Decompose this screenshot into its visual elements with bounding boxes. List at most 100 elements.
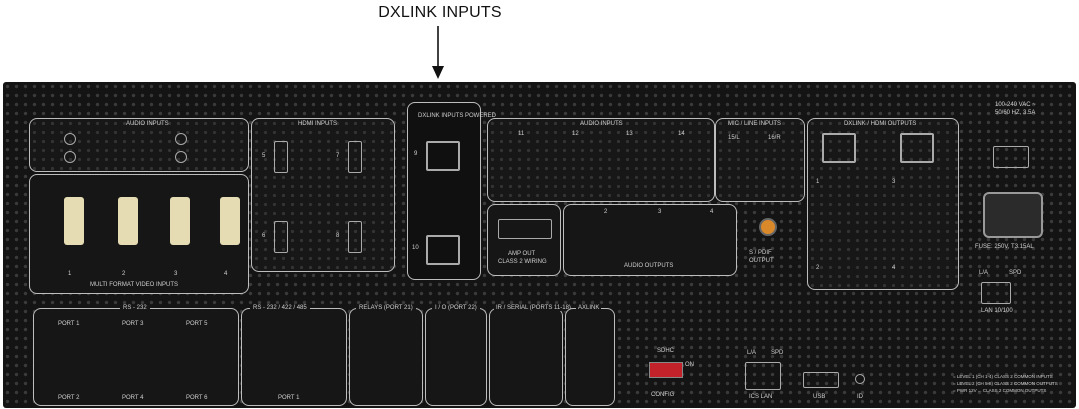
hdmi-port-5-number: 5 xyxy=(262,153,266,159)
dvi-port-1[interactable] xyxy=(64,197,84,245)
dxlink-port-10-number: 10 xyxy=(412,245,419,251)
mic-line-inputs-panel: MIC / LINE INPUTS 15/L 16/R xyxy=(715,118,805,202)
ics-lan-port[interactable] xyxy=(745,362,781,390)
hdmi-port-7[interactable] xyxy=(348,141,362,173)
dvi-port-2-number: 2 xyxy=(122,271,126,277)
dxlink-output-port-1[interactable] xyxy=(822,133,856,163)
audio-inputs-left-panel: AUDIO INPUTS xyxy=(29,118,249,172)
config-dip-switch[interactable] xyxy=(649,362,683,378)
power-inlet[interactable] xyxy=(983,192,1043,238)
dxlink-hdmi-outputs-label: DXLINK / HDMI OUTPUTS xyxy=(844,121,917,127)
dvi-port-3-number: 3 xyxy=(174,271,178,277)
audio-in-ch-14: 14 xyxy=(678,131,685,137)
dvi-port-3[interactable] xyxy=(170,197,190,245)
rear-panel-chassis: AUDIO INPUTS 1 2 3 4 MULTI FORMAT VIDEO … xyxy=(3,82,1076,408)
ics-lan-label: ICS LAN xyxy=(749,394,773,400)
io-label: I / O (PORT 22) xyxy=(432,305,480,311)
usb-port[interactable] xyxy=(803,372,839,388)
dxlink-output-port-3[interactable] xyxy=(900,133,934,163)
legend-line-2: = LEVEL 2 (CH 5-8) CLASS 2 COMMON OUTPUT… xyxy=(953,381,1058,386)
rs232-panel: RS - 232 PORT 1 PORT 3 PORT 5 PORT 2 POR… xyxy=(33,305,239,406)
amp-out-panel: AMP OUT CLASS 2 WIRING xyxy=(487,204,561,276)
dxlink-hdmi-outputs-panel: DXLINK / HDMI OUTPUTS 1 3 2 4 xyxy=(807,118,959,290)
power-switch[interactable] xyxy=(993,146,1029,168)
lan-10-100-port[interactable] xyxy=(981,282,1011,304)
usb-label: USB xyxy=(813,394,826,400)
sdhc-label: SDHC xyxy=(657,348,675,354)
hdmi-port-8[interactable] xyxy=(348,221,362,253)
lan-spd-label: SPD xyxy=(1009,270,1022,276)
fuse-label: FUSE: 250V, T3.15AL xyxy=(975,244,1034,250)
callout-label: DXLINK INPUTS xyxy=(378,4,502,21)
multi-format-video-panel: 1 2 3 4 MULTI FORMAT VIDEO INPUTS xyxy=(29,174,249,294)
dvi-port-2[interactable] xyxy=(118,197,138,245)
out-port-4-number: 4 xyxy=(892,265,896,271)
hdmi-port-7-number: 7 xyxy=(336,153,340,159)
power-rating-label-2: 50/60 HZ, 3.5A xyxy=(995,110,1036,116)
id-label: ID xyxy=(857,394,863,400)
dvi-port-1-number: 1 xyxy=(68,271,72,277)
callout-arrow xyxy=(432,26,444,79)
dxlink-port-9[interactable] xyxy=(426,141,460,171)
audio-out-ch-2: 2 xyxy=(604,209,608,215)
dvi-port-4[interactable] xyxy=(220,197,240,245)
port-number-3: PORT 3 xyxy=(122,321,144,327)
out-port-1-number: 1 xyxy=(816,179,820,185)
audio-outputs-panel: AUDIO OUTPUTS 2 3 4 xyxy=(563,204,737,276)
id-button[interactable] xyxy=(855,374,865,384)
port-number-5: PORT 5 xyxy=(186,321,208,327)
out-port-3-number: 3 xyxy=(892,179,896,185)
mic-line-inputs-label: MIC / LINE INPUTS xyxy=(728,121,782,127)
spdif-label: S / PDIF xyxy=(749,250,772,256)
port-number-1: PORT 1 xyxy=(58,321,80,327)
spdif-port[interactable] xyxy=(759,218,777,236)
ics-lan-la-label: L/A xyxy=(747,350,757,356)
rs232-label: RS - 232 xyxy=(120,305,150,311)
out-port-2-number: 2 xyxy=(816,265,820,271)
amp-out-connector[interactable] xyxy=(498,219,552,239)
dxlink-port-9-number: 9 xyxy=(414,151,418,157)
multi-format-video-label: MULTI FORMAT VIDEO INPUTS xyxy=(90,282,179,288)
legend-line-1: = LEVEL 1 (CH 1-4) CLASS 2 COMMON INPUTS xyxy=(953,374,1053,379)
hdmi-inputs-label: HDMI INPUTS xyxy=(298,121,337,127)
audio-inputs-left-label: AUDIO INPUTS xyxy=(126,121,169,127)
port-number-1-bottom: PORT 1 xyxy=(278,395,300,401)
audio-jack-2[interactable] xyxy=(64,151,76,163)
port-number-6: PORT 6 xyxy=(186,395,208,401)
power-rating-label: 100-240 VAC ~ xyxy=(995,102,1036,108)
legend-line-3: = PWR 12V ... CLASS 2 COMMON OUTPUTS xyxy=(953,388,1047,393)
dxlink-port-10[interactable] xyxy=(426,235,460,265)
port-number-2: PORT 2 xyxy=(58,395,80,401)
audio-jack-1[interactable] xyxy=(64,133,76,145)
audio-jack-4[interactable] xyxy=(175,151,187,163)
relays-label: RELAYS (PORT 21) xyxy=(356,305,416,311)
audio-outputs-label: AUDIO OUTPUTS xyxy=(624,263,674,269)
audio-jack-3[interactable] xyxy=(175,133,187,145)
on-label: ON xyxy=(685,362,694,368)
io-panel: I / O (PORT 22) xyxy=(425,305,487,406)
lan-10-100-label: LAN 10/100 xyxy=(981,308,1013,314)
hdmi-port-6[interactable] xyxy=(274,221,288,253)
ir-serial-label: IR / SERIAL (PORTS 11-18) xyxy=(494,305,573,311)
hdmi-port-5[interactable] xyxy=(274,141,288,173)
hdmi-port-8-number: 8 xyxy=(336,233,340,239)
lan-10-100-section: L/A SPD LAN 10/100 xyxy=(973,270,1033,320)
axlink-panel: AXLINK xyxy=(565,305,615,406)
dxlink-inputs-panel: DXLINK INPUTS POWERED 9 10 xyxy=(407,102,496,280)
dvi-port-4-number: 4 xyxy=(224,271,228,277)
audio-in-ch-11: 11 xyxy=(518,131,525,137)
port-number-4: PORT 4 xyxy=(122,395,144,401)
mic-ch-16: 16/R xyxy=(768,135,781,141)
config-label: CONFIG xyxy=(651,392,675,398)
mic-ch-15: 15/L xyxy=(728,135,740,141)
dxlink-inputs-label: DXLINK INPUTS POWERED xyxy=(418,113,497,119)
relays-panel: RELAYS (PORT 21) xyxy=(349,305,423,406)
hdmi-port-6-number: 6 xyxy=(262,233,266,239)
rs232-422-485-label: RS - 232 / 422 / 485 xyxy=(250,305,310,311)
power-section: 100-240 VAC ~ 50/60 HZ, 3.5A FUSE: 250V,… xyxy=(969,96,1069,266)
amp-out-label: AMP OUT xyxy=(508,251,536,257)
lan-la-label: L/A xyxy=(979,270,989,276)
rs232-422-485-panel: RS - 232 / 422 / 485 PORT 1 xyxy=(241,305,347,406)
spdif-section: S / PDIF OUTPUT xyxy=(741,212,801,272)
audio-in-ch-13: 13 xyxy=(626,131,633,137)
